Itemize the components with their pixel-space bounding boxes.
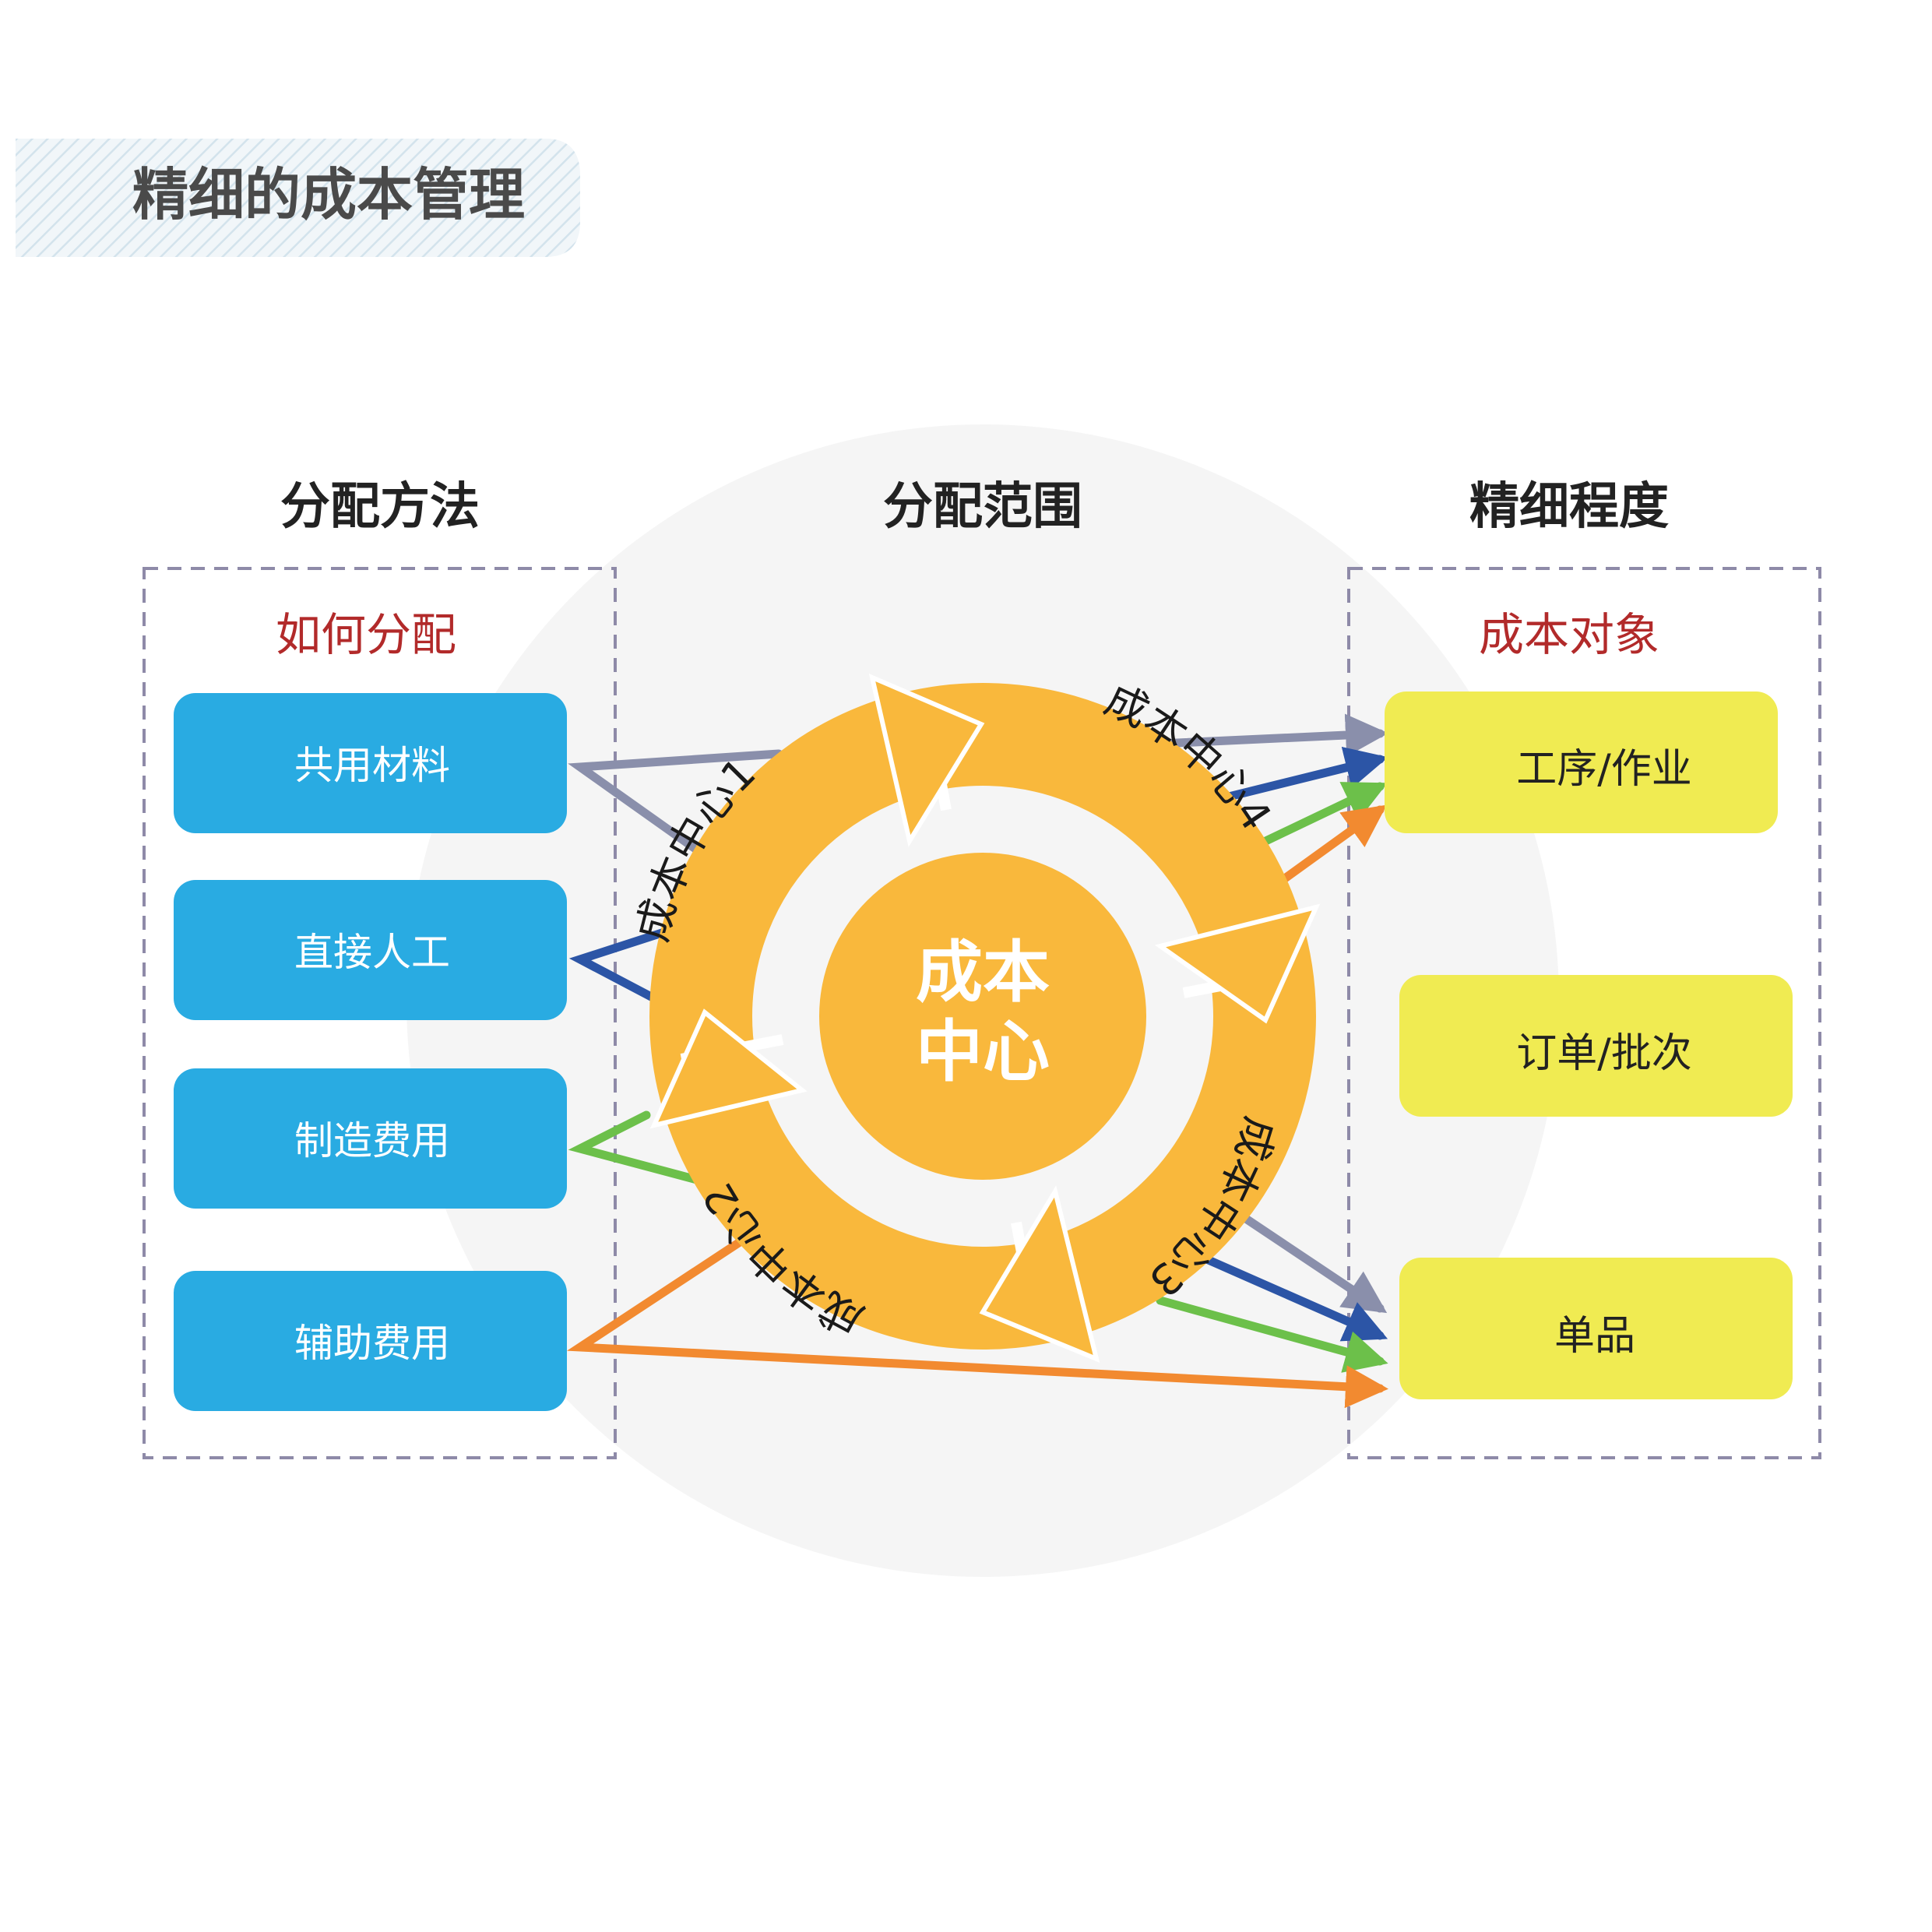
cost-object-list: 工序/作业 订单/批次 单品 — [1385, 692, 1793, 1399]
arrow-direct-labor-out — [568, 928, 667, 1003]
object-box-process[interactable]: 工序/作业 — [1385, 692, 1778, 833]
cost-center-hub: 成本 中心 — [819, 853, 1146, 1180]
cycle-arrowhead-2 — [649, 1008, 808, 1129]
object-label: 工序/作业 — [1516, 746, 1692, 793]
arrow-shared-material-out — [568, 749, 783, 857]
object-box-single-item[interactable]: 单品 — [1399, 1258, 1793, 1399]
method-label: 制造费用 — [294, 1118, 450, 1163]
method-label: 辅助费用 — [294, 1321, 450, 1366]
subheading-how-to-allocate: 如何分配 — [276, 608, 456, 661]
object-label: 订单/批次 — [1516, 1030, 1692, 1077]
object-box-order[interactable]: 订单/批次 — [1399, 975, 1793, 1117]
cycle-arrowhead-1 — [868, 673, 985, 847]
heading-granularity: 精细程度 — [1469, 478, 1669, 536]
arrow-shared-material-to-process — [1156, 713, 1388, 757]
arrow-direct-labor-to-process — [1218, 746, 1388, 803]
objects-group-border — [1347, 567, 1821, 1459]
cycle-arrowhead-4 — [1154, 903, 1321, 1024]
method-label: 共用材料 — [294, 743, 450, 788]
arrow-direct-labor-to-item — [1198, 1253, 1388, 1342]
arrow-manufacturing-overhead-to-process — [1253, 782, 1388, 850]
heading-allocation-scope: 分配范围 — [883, 478, 1082, 536]
allocation-arrows — [566, 713, 1388, 1409]
arrow-auxiliary-cost-out — [566, 1237, 1388, 1409]
cycle-arrowhead-3 — [979, 1185, 1100, 1364]
hub-label-line1: 成本 — [916, 934, 1050, 1012]
object-label: 单品 — [1554, 1313, 1635, 1360]
method-box-direct-labor[interactable]: 直接人工 — [174, 880, 567, 1020]
title-banner: 精细的成本管理 — [16, 139, 580, 257]
page-title: 精细的成本管理 — [132, 162, 525, 227]
arrow-manufacturing-overhead-out — [568, 1110, 702, 1184]
method-box-manufacturing-overhead[interactable]: 制造费用 — [174, 1068, 567, 1209]
method-list: 共用材料 直接人工 制造费用 辅助费用 — [174, 693, 567, 1411]
arrow-auxiliary-cost-to-process — [1280, 804, 1387, 883]
method-label: 直接人工 — [294, 930, 450, 975]
arrow-shared-material-to-item — [1241, 1214, 1388, 1314]
methods-group-border — [143, 567, 617, 1459]
method-box-auxiliary-cost[interactable]: 辅助费用 — [174, 1271, 567, 1411]
hub-label-line2: 中心 — [916, 1013, 1050, 1091]
method-box-shared-material[interactable]: 共用材料 — [174, 693, 567, 833]
subheading-cost-object: 成本对象 — [1479, 608, 1659, 661]
heading-allocation-method: 分配方法 — [280, 478, 480, 536]
arrow-manufacturing-overhead-to-item — [1156, 1296, 1388, 1373]
